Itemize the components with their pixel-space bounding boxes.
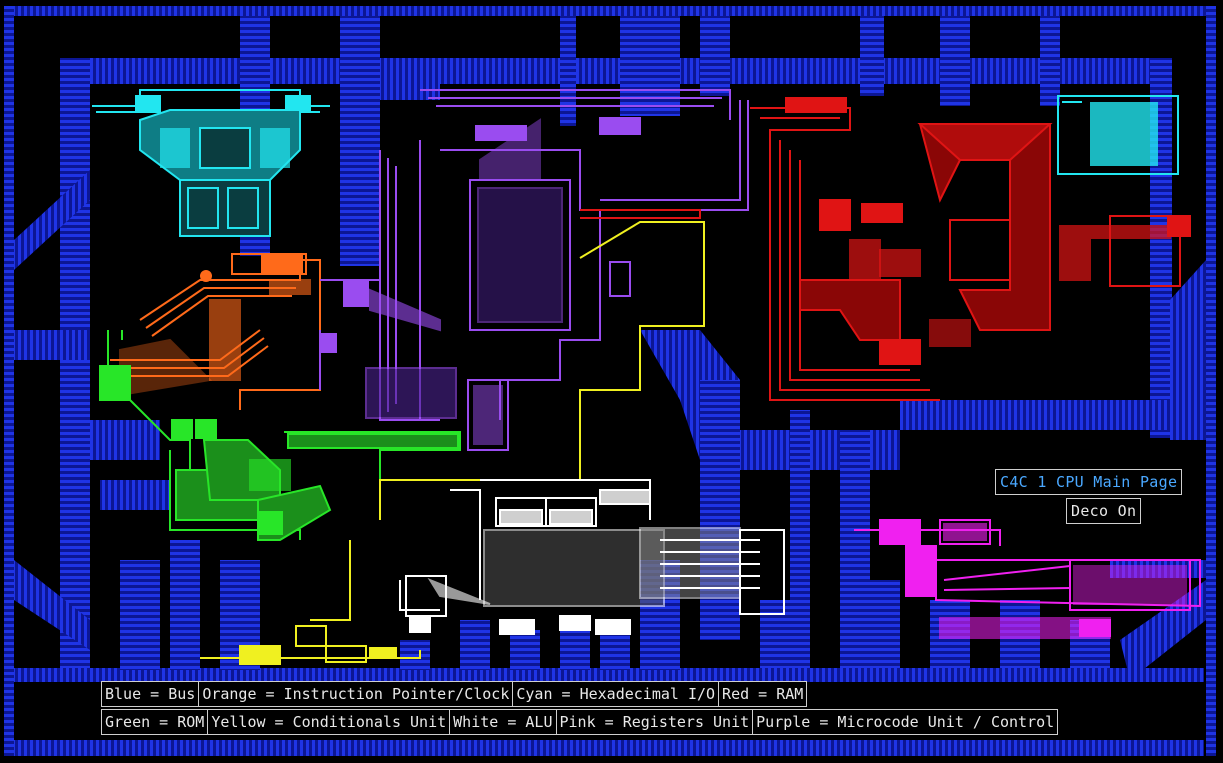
legend-item-hex-io: Cyan = Hexadecimal I/O <box>513 681 720 707</box>
legend-item-registers: Pink = Registers Unit <box>556 709 754 735</box>
bus-network <box>4 6 1216 756</box>
legend-item-microcode: Purple = Microcode Unit / Control <box>753 709 1059 735</box>
legend-item-instruction-pointer: Orange = Instruction Pointer/Clock <box>199 681 514 707</box>
legend-row-1: Blue = Bus Orange = Instruction Pointer/… <box>101 681 808 707</box>
legend-row-2: Green = ROM Yellow = Conditionals Unit W… <box>101 709 1059 735</box>
legend-item-alu: White = ALU <box>450 709 557 735</box>
white-alu-unit <box>399 479 785 635</box>
map-title-sign[interactable]: C4C 1 CPU Main Page <box>995 469 1183 495</box>
legend-item-bus: Blue = Bus <box>101 681 200 707</box>
green-rom-unit <box>99 330 461 541</box>
purple-microcode-unit <box>319 89 749 451</box>
red-ram-unit <box>580 97 1191 401</box>
legend-item-conditionals: Yellow = Conditionals Unit <box>208 709 451 735</box>
orange-instruction-pointer <box>110 253 321 410</box>
legend-item-rom: Green = ROM <box>101 709 209 735</box>
legend-item-ram: Red = RAM <box>719 681 808 707</box>
pink-registers-unit <box>854 519 1201 639</box>
deco-toggle-button[interactable]: Deco On <box>1066 498 1142 524</box>
cyan-hex-io-unit <box>92 89 1179 237</box>
